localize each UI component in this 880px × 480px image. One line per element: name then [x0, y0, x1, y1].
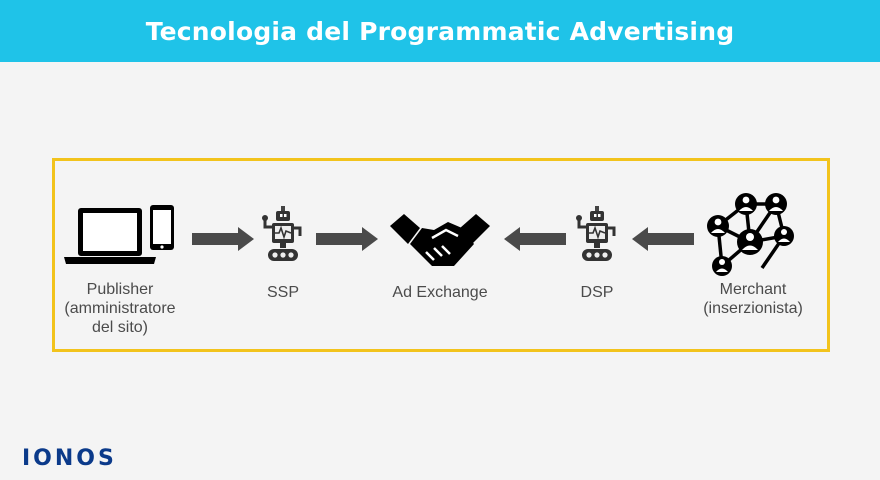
network-people-icon: [707, 193, 794, 276]
arrow-ssp-to-ad-exchange: [316, 227, 378, 251]
page-title: Tecnologia del Programmatic Advertising: [145, 16, 735, 46]
header-banner: Tecnologia del Programmatic Advertising: [0, 0, 880, 62]
arrow-merchant-to-dsp: [632, 227, 694, 251]
node-publisher: [62, 204, 178, 268]
robot-icon: [262, 206, 302, 261]
node-merchant: [700, 190, 796, 278]
node-dsp-label: DSP: [580, 284, 614, 301]
ionos-logo: IONOS: [22, 446, 117, 471]
node-ad-exchange: [388, 208, 492, 274]
node-ssp: [258, 206, 308, 266]
diagram-frame: [52, 158, 830, 352]
node-dsp: [572, 206, 622, 266]
arrow-dsp-to-ad-exchange: [504, 227, 566, 251]
node-ad-exchange-label: Ad Exchange: [392, 284, 488, 301]
robot-icon: [576, 206, 616, 261]
handshake-icon: [390, 214, 490, 266]
node-publisher-label: Publisher (amministratore del sito): [64, 281, 176, 336]
node-ssp-label: SSP: [266, 284, 299, 301]
laptop-phone-icon: [64, 205, 174, 264]
arrow-publisher-to-ssp: [192, 227, 254, 251]
node-merchant-label: Merchant (inserzionista): [703, 281, 803, 317]
